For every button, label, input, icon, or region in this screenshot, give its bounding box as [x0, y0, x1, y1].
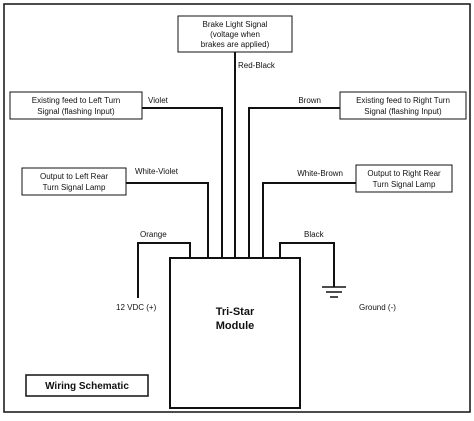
wire-right-feed	[248, 107, 340, 258]
wire-left-output	[126, 182, 209, 258]
left-output-line1: Output to Left Rear	[40, 172, 108, 181]
right-output-box	[355, 164, 453, 193]
wire-label-white-violet: White-Violet	[135, 167, 179, 176]
wire-label-violet: Violet	[148, 96, 169, 105]
brake-light-box	[177, 15, 293, 53]
left-output-box	[21, 167, 127, 196]
left-feed-line1: Existing feed to Left Turn	[32, 96, 121, 105]
left-feed-line2: Signal (flashing Input)	[37, 107, 115, 116]
title-badge-box	[25, 374, 149, 397]
brake-box-line1: Brake Light Signal	[203, 20, 268, 29]
module-label-line2: Module	[216, 320, 255, 332]
right-output-line1: Output to Right Rear	[367, 169, 441, 178]
brake-box-line3: brakes are applied)	[201, 40, 270, 49]
brake-box-line2: (voltage when	[210, 30, 260, 39]
terminal-power-label: 12 VDC (+)	[116, 303, 157, 312]
wire-label-brown: Brown	[298, 96, 321, 105]
right-feed-box	[339, 91, 467, 120]
left-feed-box	[9, 91, 143, 120]
right-feed-line1: Existing feed to Right Turn	[356, 96, 450, 105]
wire-label-black: Black	[304, 230, 325, 239]
left-output-line2: Turn Signal Lamp	[43, 183, 106, 192]
wire-label-white-brown: White-Brown	[297, 169, 343, 178]
wire-power	[137, 242, 191, 298]
title-badge: Wiring Schematic	[45, 381, 129, 392]
module-label-line1: Tri-Star	[216, 306, 255, 318]
wire-ground	[279, 242, 335, 287]
wire-label-orange: Orange	[140, 230, 167, 239]
ground-symbol-icon	[322, 286, 346, 298]
diagram-frame	[3, 3, 471, 413]
right-output-line2: Turn Signal Lamp	[373, 180, 436, 189]
wire-right-output	[262, 182, 356, 258]
wire-left-feed	[142, 107, 223, 258]
terminal-ground-label: Ground (-)	[359, 303, 396, 312]
tri-star-module-box	[169, 257, 301, 409]
wire-label-red-black: Red-Black	[238, 61, 276, 70]
right-feed-line2: Signal (flashing Input)	[364, 107, 442, 116]
